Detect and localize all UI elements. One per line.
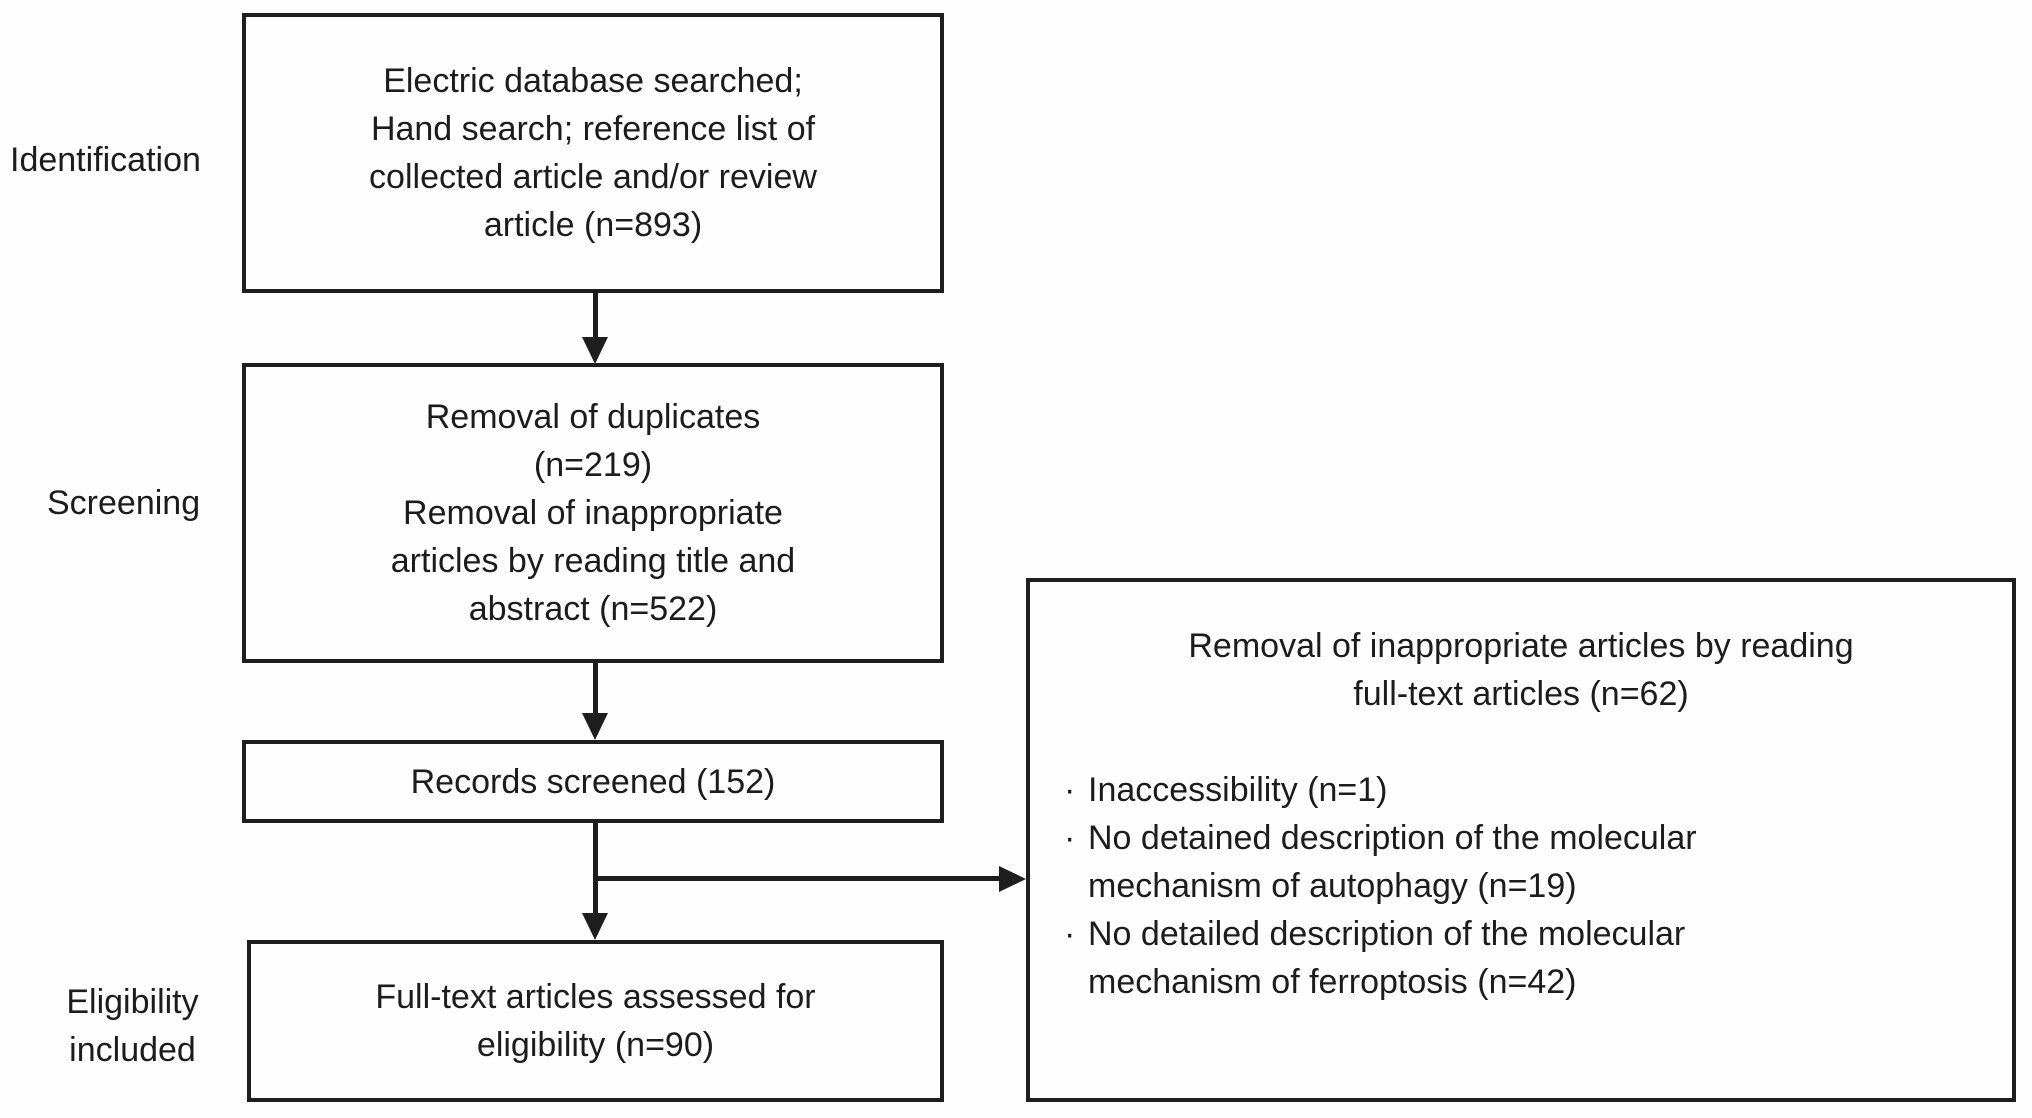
stage-label-identification: Identification xyxy=(10,141,201,179)
box-text-line: Removal of inappropriate articles by rea… xyxy=(1188,627,1854,665)
box-text-line: articles by reading title and xyxy=(390,542,796,580)
bullet-text-line: Inaccessibility (n=1) xyxy=(1088,771,1388,809)
connector-line-screening-to-records xyxy=(593,663,598,715)
list-item: · No detained description of the molecul… xyxy=(1064,814,1992,910)
bullet-text-line: mechanism of autophagy (n=19) xyxy=(1088,867,1577,905)
stage-label-included-line: included xyxy=(69,1031,196,1069)
box-text-line: Hand search; reference list of xyxy=(370,110,816,148)
arrow-down-icon xyxy=(582,713,608,740)
connector-line-records-to-fulltext xyxy=(593,823,598,915)
box-text-line: Removal of inappropriate xyxy=(403,494,783,532)
box-records-screened: Records screened (152) xyxy=(242,740,944,823)
bullet-icon: · xyxy=(1064,771,1076,809)
exclusion-bullet-list: · Inaccessibility (n=1) · No detained de… xyxy=(1064,766,1992,1006)
box-text-line: eligibility (n=90) xyxy=(476,1026,715,1064)
stage-label-screening: Screening xyxy=(47,484,201,522)
arrow-right-icon xyxy=(999,866,1026,892)
bullet-text-line: No detained description of the molecular xyxy=(1088,819,1697,857)
box-text-line: Full-text articles assessed for xyxy=(375,978,816,1016)
bullet-text-line: No detailed description of the molecular xyxy=(1088,915,1686,953)
box-text-line: Records screened (152) xyxy=(410,762,776,801)
bullet-text-line: mechanism of ferroptosis (n=42) xyxy=(1088,963,1577,1001)
box-text-line: full-text articles (n=62) xyxy=(1353,675,1689,713)
arrow-down-icon xyxy=(582,913,608,940)
box-text-line: collected article and/or review xyxy=(369,158,817,196)
box-text-line: (n=219) xyxy=(533,446,653,484)
list-item: · No detailed description of the molecul… xyxy=(1064,910,1992,1006)
box-database-searched: Electric database searched; Hand search;… xyxy=(242,13,944,293)
list-item: · Inaccessibility (n=1) xyxy=(1064,766,1992,814)
stage-label-eligibility-included: Eligibility included xyxy=(45,978,220,1074)
stage-label-eligibility-line: Eligibility xyxy=(66,983,199,1021)
connector-line-branch-to-exclusion xyxy=(593,876,999,881)
connector-line-search-to-screening xyxy=(593,293,598,339)
box-text-line: abstract (n=522) xyxy=(468,590,718,628)
box-fulltext-exclusions: Removal of inappropriate articles by rea… xyxy=(1026,578,2016,1102)
box-removal-duplicates: Removal of duplicates (n=219) Removal of… xyxy=(242,363,944,663)
exclusion-heading: Removal of inappropriate articles by rea… xyxy=(1030,622,2012,718)
box-text-line: Electric database searched; xyxy=(383,62,803,100)
bullet-icon: · xyxy=(1064,819,1076,857)
box-text-line: Removal of duplicates xyxy=(425,398,761,436)
box-text-line: article (n=893) xyxy=(483,206,703,244)
arrow-down-icon xyxy=(582,337,608,364)
bullet-icon: · xyxy=(1064,915,1076,953)
box-fulltext-assessed: Full-text articles assessed for eligibil… xyxy=(247,940,944,1102)
